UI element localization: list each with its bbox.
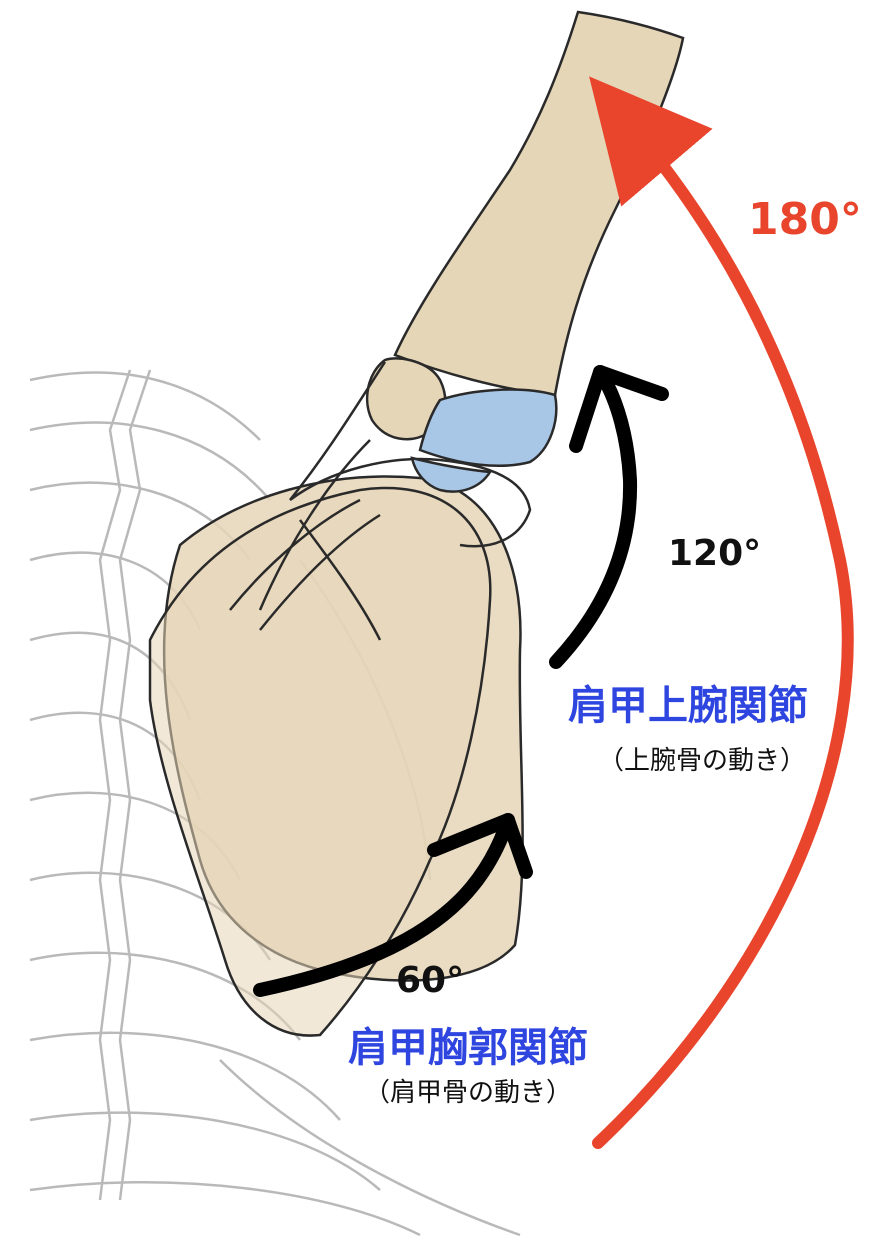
- glenohumeral-angle-label: 120°: [668, 533, 762, 574]
- scapula: [148, 457, 532, 1037]
- glenohumeral-cartilage: [418, 388, 558, 467]
- ribcage-outline: [29, 369, 521, 1237]
- black-curved-arrow-icon: [253, 813, 533, 997]
- total-angle-label: 180°: [748, 194, 862, 245]
- coracoid-process: [298, 519, 382, 641]
- glenohumeral-joint-label: 肩甲上腕関節: [568, 683, 808, 729]
- scapulothoracic-note: （肩甲骨の動き）: [364, 1078, 573, 1108]
- humerus-shaft: [393, 10, 685, 397]
- glenoid-cartilage: [410, 456, 493, 493]
- red-curved-arrow-icon: [589, 76, 854, 1149]
- glenohumeral-note: （上腕骨の動き）: [598, 746, 807, 776]
- acromion-process: [289, 457, 532, 548]
- scapulothoracic-angle-label: 60°: [396, 960, 465, 1001]
- scapulothoracic-joint-label: 肩甲胸郭関節: [348, 1025, 588, 1071]
- black-curved-arrow-icon: [549, 365, 669, 669]
